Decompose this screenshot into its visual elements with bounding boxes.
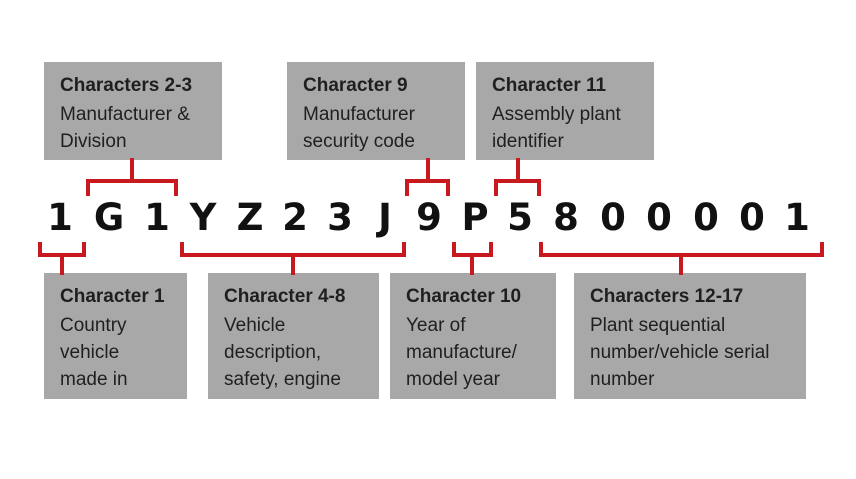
box-description: Manufacturer & Division: [60, 104, 190, 152]
vin-char-3: 1: [144, 196, 170, 239]
box-title: Character 11: [492, 75, 607, 96]
vin-char-2: G: [93, 196, 125, 239]
box-character-4-8: Character 4-8 Vehicle description, safet…: [208, 273, 379, 399]
vin-char-17: 1: [784, 196, 810, 239]
box-description: Country vehicle made in: [60, 315, 128, 390]
bracket-top-character-9: [405, 158, 450, 196]
box-title: Character 4-8: [224, 286, 346, 307]
vin-char-8: J: [378, 196, 392, 239]
vin-char-1: 1: [47, 196, 73, 239]
box-description: Plant sequential number/vehicle serial n…: [590, 315, 770, 390]
box-character-11: Character 11 Assembly plant identifier: [476, 62, 654, 160]
box-title: Character 1: [60, 286, 165, 307]
box-title: Characters 2-3: [60, 75, 193, 96]
bracket-bottom-character-10: [452, 242, 493, 275]
box-characters-2-3: Characters 2-3 Manufacturer & Division: [44, 62, 222, 160]
vin-char-10: P: [461, 196, 489, 239]
box-title: Character 9: [303, 75, 408, 96]
bracket-top-character-11: [494, 158, 541, 196]
bracket-bottom-character-1: [38, 242, 86, 275]
vin-number: 1 G 1 Y Z 2 3 J 9 P 5 8 0 0 0 0 1: [0, 195, 856, 245]
vin-char-16: 0: [739, 196, 765, 239]
vin-char-13: 0: [600, 196, 626, 239]
bracket-top-characters-2-3: [86, 158, 178, 196]
box-description: Assembly plant identifier: [492, 104, 621, 152]
vin-char-14: 0: [646, 196, 672, 239]
box-title: Character 10: [406, 286, 522, 307]
box-character-9: Character 9 Manufacturer security code: [287, 62, 465, 160]
box-character-10: Character 10 Year of manufacture/ model …: [390, 273, 556, 399]
vin-char-4: Y: [189, 196, 217, 239]
vin-char-6: 2: [282, 196, 308, 239]
vin-char-7: 3: [327, 196, 353, 239]
box-description: Vehicle description, safety, engine: [224, 315, 341, 390]
bracket-bottom-characters-12-17: [539, 242, 824, 275]
vin-char-15: 0: [693, 196, 719, 239]
bracket-bottom-character-4-8: [180, 242, 406, 275]
box-characters-12-17: Characters 12-17 Plant sequential number…: [574, 273, 806, 399]
box-title: Characters 12-17: [590, 286, 744, 307]
box-description: Manufacturer security code: [303, 104, 415, 152]
box-character-1: Character 1 Country vehicle made in: [44, 273, 187, 399]
box-description: Year of manufacture/ model year: [406, 315, 517, 390]
vin-char-12: 8: [553, 196, 579, 239]
vin-char-11: 5: [507, 196, 533, 239]
vin-char-5: Z: [236, 196, 264, 239]
vin-char-9: 9: [416, 196, 442, 239]
